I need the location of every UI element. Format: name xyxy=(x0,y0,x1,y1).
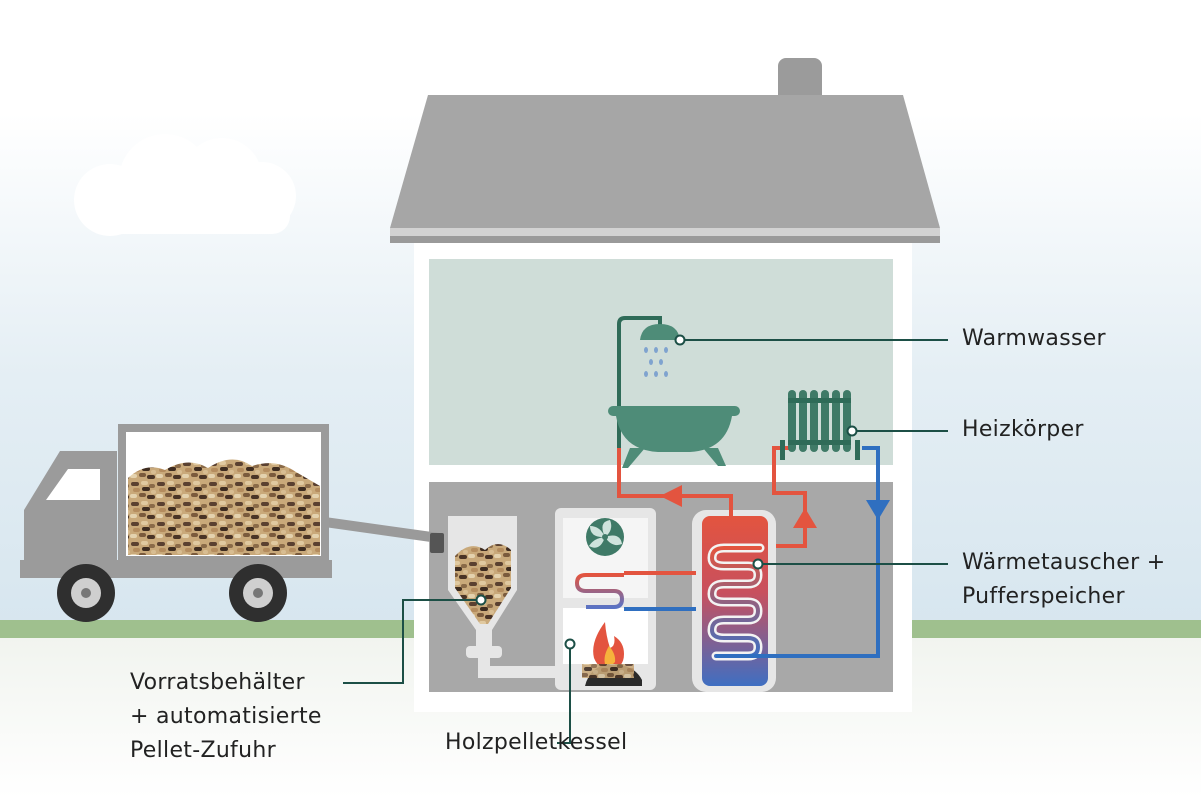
label-vorratsbehaelter-line3: Pellet-Zufuhr xyxy=(130,738,276,763)
arrow-icon xyxy=(660,485,682,507)
label-holzpelletkessel: Holzpelletkessel xyxy=(445,730,628,755)
truck-window xyxy=(46,469,100,500)
fan-icon xyxy=(586,518,624,556)
radiator-return-pipe xyxy=(716,446,880,658)
bathtub-icon xyxy=(608,316,740,468)
radiator-supply-pipe xyxy=(772,446,807,548)
feed-pipe xyxy=(323,516,442,544)
label-vorratsbehaelter-line2: + automatisierte xyxy=(130,704,322,729)
truck-wheel-front xyxy=(57,564,115,622)
leader-dots xyxy=(475,334,858,650)
pellets-icon xyxy=(455,544,511,624)
label-waermetauscher-line2: Pufferspeicher xyxy=(962,584,1125,609)
label-waermetauscher: Wärmetauscher + Pufferspeicher xyxy=(962,546,1166,614)
label-warmwasser: Warmwasser xyxy=(962,326,1106,351)
radiator-icon xyxy=(780,390,860,460)
cold-pipes xyxy=(624,446,880,658)
heat-exchanger-coil xyxy=(709,546,762,658)
label-heizkoerper: Heizkörper xyxy=(962,417,1084,442)
leader-lines xyxy=(343,339,948,744)
label-vorratsbehaelter: Vorratsbehälter + automatisierte Pellet-… xyxy=(130,666,322,768)
flame-icon xyxy=(593,622,624,670)
pellet-feed xyxy=(478,654,562,678)
leader-line-vorratsbehaelter xyxy=(343,599,481,684)
label-waermetauscher-line1: Wärmetauscher + xyxy=(962,550,1166,575)
cloud-icon xyxy=(74,134,296,236)
pellet-boiler xyxy=(555,508,656,690)
pellets-icon xyxy=(128,459,320,555)
arrow-icon xyxy=(866,500,890,520)
label-vorratsbehaelter-line1: Vorratsbehälter xyxy=(130,670,305,695)
pellet-hopper xyxy=(448,516,562,678)
truck-icon xyxy=(20,424,444,622)
truck-wheel-rear xyxy=(229,564,287,622)
arrow-icon xyxy=(793,508,817,528)
shower-icon xyxy=(640,316,680,377)
boiler-coil xyxy=(574,573,625,609)
roof xyxy=(390,95,940,228)
leader-line-holzpelletkessel xyxy=(557,644,571,744)
buffer-tank xyxy=(692,510,776,692)
